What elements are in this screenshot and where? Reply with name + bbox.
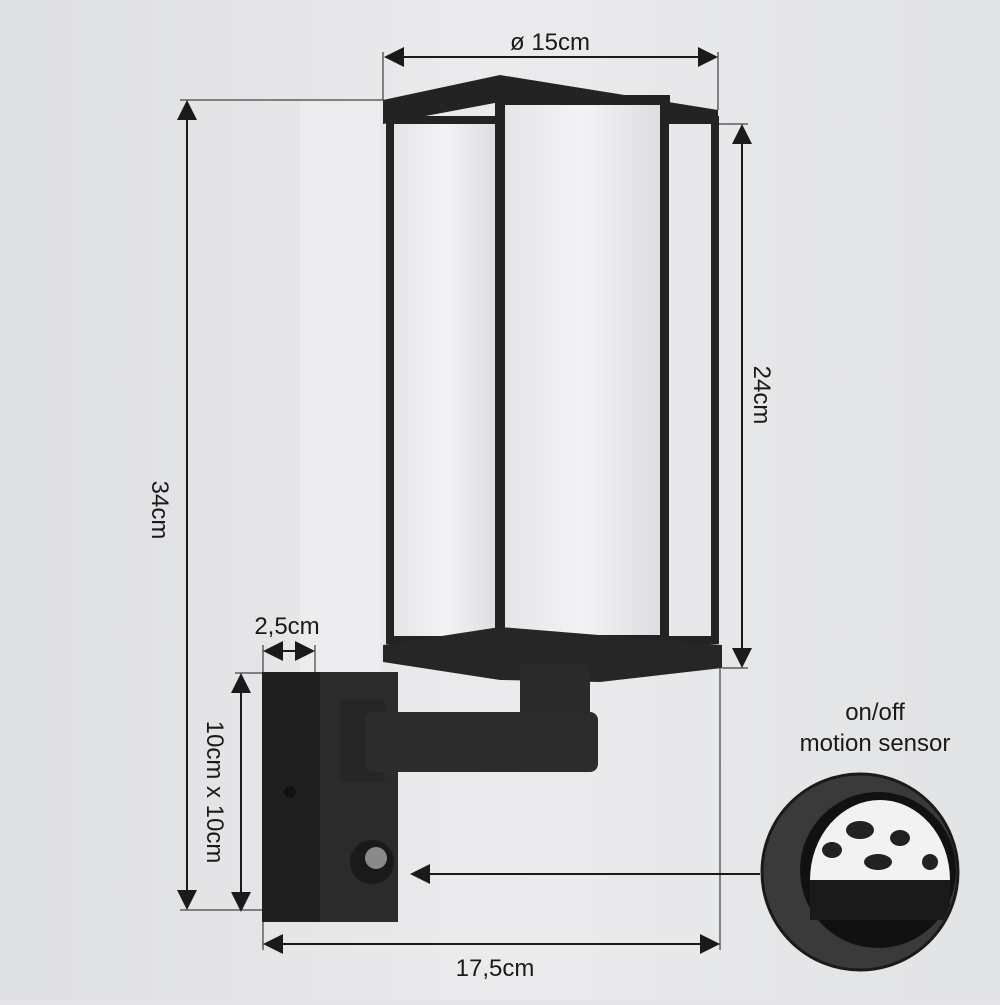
callout-line1: on/off: [845, 699, 905, 726]
lamp-joint: [520, 664, 590, 719]
motion-sensor-lens: [365, 847, 387, 869]
lamp-bottom-cap: [383, 627, 722, 682]
total-depth-label: 17,5cm: [456, 955, 535, 982]
plate-size-label: 10cm x 10cm: [201, 721, 228, 864]
screw: [284, 786, 296, 798]
plate-depth-label: 2,5cm: [254, 613, 319, 640]
dimension-lines: [177, 47, 760, 954]
callout-line2: motion sensor: [800, 730, 951, 757]
sensor-closeup: [760, 772, 960, 972]
glass-panel-right: [661, 116, 719, 644]
lamp-arm: [365, 712, 598, 772]
total-height-label: 34cm: [146, 481, 173, 540]
diameter-label: ø 15cm: [510, 29, 590, 56]
glass-panel-left: [386, 116, 504, 644]
glass-panel-front: [495, 95, 670, 645]
lamp: [262, 75, 722, 922]
shade-height-label: 24cm: [748, 366, 775, 425]
